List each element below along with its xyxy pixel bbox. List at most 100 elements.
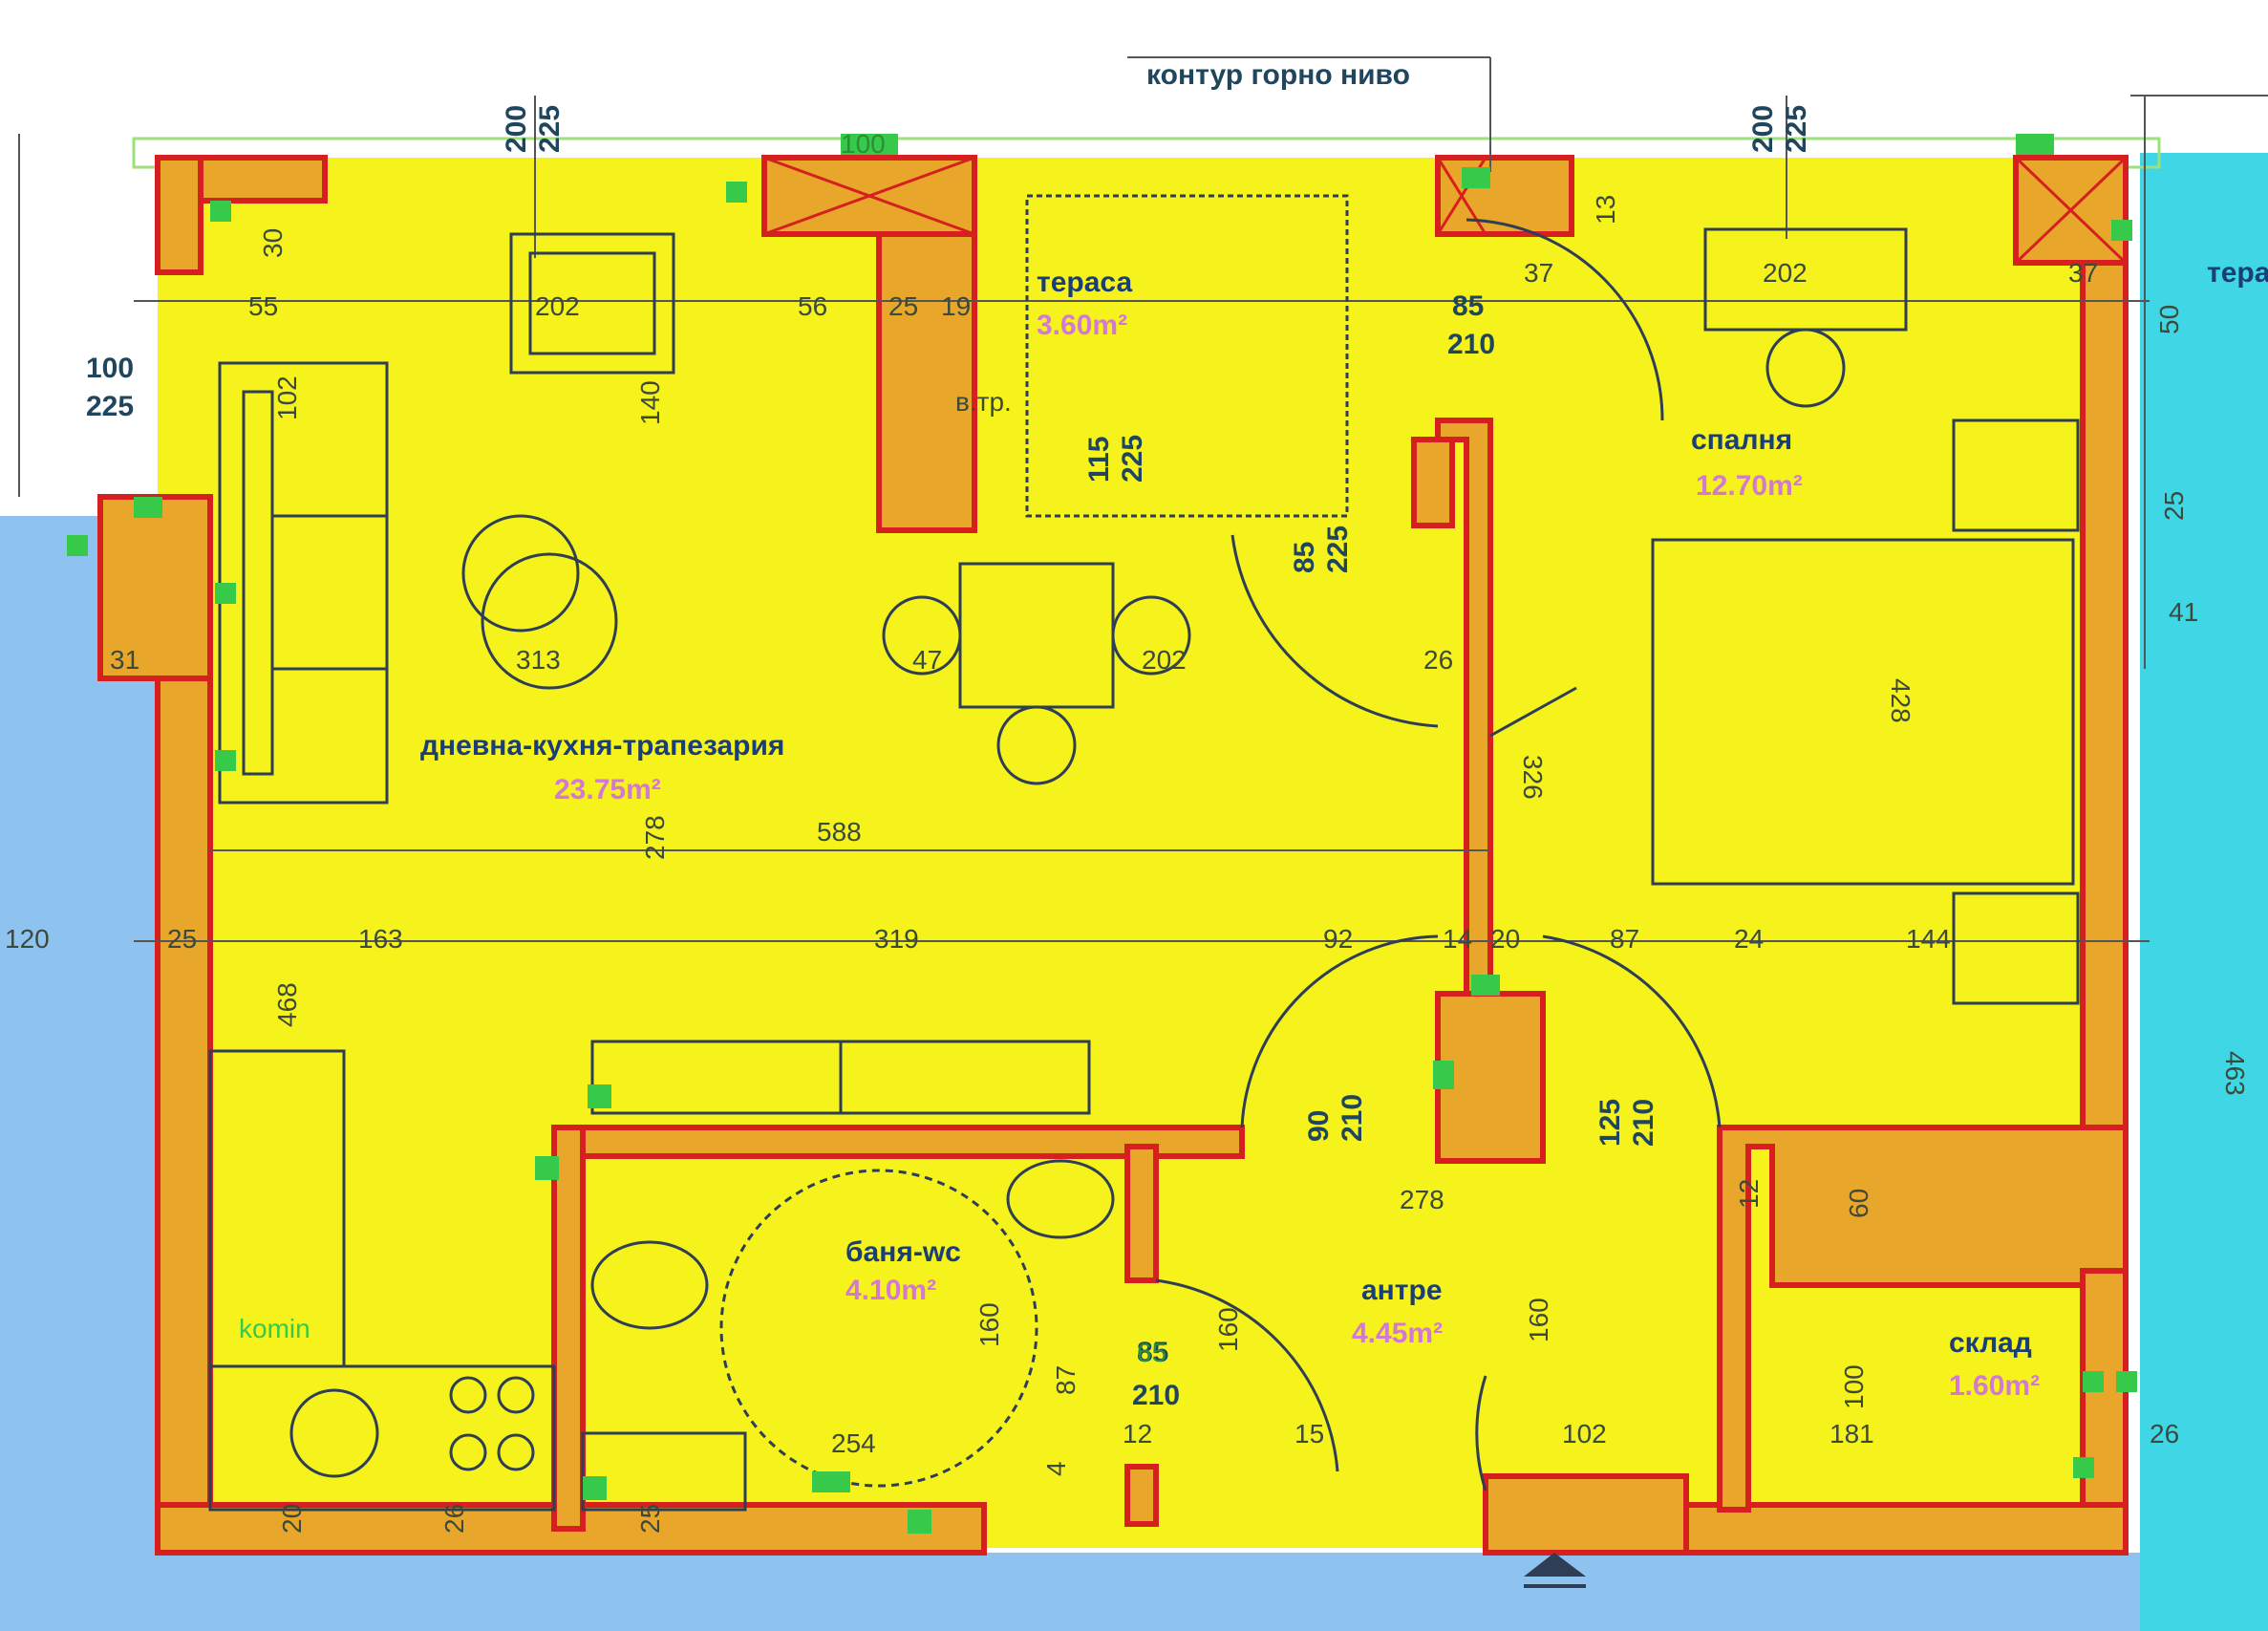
svg-text:200: 200 xyxy=(1747,105,1779,153)
svg-text:31: 31 xyxy=(110,645,139,675)
svg-text:4: 4 xyxy=(1041,1461,1071,1476)
svg-text:26: 26 xyxy=(439,1504,469,1534)
opening-sizes: 200 225 200 225 100 225 85 210 115 225 8… xyxy=(86,105,1812,1411)
svg-text:100: 100 xyxy=(86,353,134,384)
wall-bathroom-east xyxy=(1124,1144,1159,1283)
svg-text:92: 92 xyxy=(1323,924,1353,954)
svg-text:55: 55 xyxy=(248,291,278,321)
svg-text:181: 181 xyxy=(1829,1419,1874,1449)
svg-text:160: 160 xyxy=(1213,1307,1243,1352)
svg-text:210: 210 xyxy=(1337,1094,1368,1142)
dimension-values: 30 55 202 56 25 19 37 202 37 102 140 313… xyxy=(5,195,2250,1534)
svg-text:125: 125 xyxy=(1594,1099,1626,1147)
wall-south-step xyxy=(1483,1473,1689,1556)
svg-text:25: 25 xyxy=(888,291,918,321)
svg-text:225: 225 xyxy=(86,391,134,422)
entrance-arrow xyxy=(1524,1553,1586,1577)
grid-markers xyxy=(67,134,2137,1534)
room-bathroom-area: 4.10m² xyxy=(845,1275,936,1306)
svg-text:12: 12 xyxy=(1734,1179,1764,1209)
svg-text:20: 20 xyxy=(277,1504,307,1534)
svg-text:20: 20 xyxy=(1490,924,1520,954)
room-bedroom-name: спалня xyxy=(1691,424,1792,456)
marker-values: 100 65 xyxy=(841,129,1166,1367)
svg-text:87: 87 xyxy=(1610,924,1639,954)
svg-text:313: 313 xyxy=(516,645,561,675)
svg-text:26: 26 xyxy=(1423,645,1453,675)
svg-text:163: 163 xyxy=(358,924,403,954)
neighbour-unit-left xyxy=(0,516,158,1631)
svg-text:56: 56 xyxy=(798,291,827,321)
svg-text:140: 140 xyxy=(635,380,665,425)
bathroom-fixtures xyxy=(581,1159,1115,1512)
wall-bathroom-west xyxy=(551,1125,586,1532)
svg-text:12: 12 xyxy=(1123,1419,1152,1449)
svg-text:50: 50 xyxy=(2154,305,2184,334)
svg-text:41: 41 xyxy=(2169,597,2198,627)
svg-text:26: 26 xyxy=(2150,1419,2179,1449)
svg-text:225: 225 xyxy=(534,105,566,153)
room-living-name: дневна-кухня-трапезария xyxy=(420,730,784,762)
svg-text:326: 326 xyxy=(1518,755,1548,800)
ventilation-shaft-2 xyxy=(1435,155,1574,237)
svg-text:85: 85 xyxy=(1137,1337,1168,1368)
svg-text:319: 319 xyxy=(874,924,919,954)
svg-text:102: 102 xyxy=(272,376,302,420)
svg-text:210: 210 xyxy=(1132,1380,1180,1411)
pipe-label: в.тр. xyxy=(955,387,1012,417)
room-bathroom-name: баня-wc xyxy=(845,1236,961,1268)
svg-text:14: 14 xyxy=(1443,924,1472,954)
svg-text:25: 25 xyxy=(2159,491,2189,521)
svg-text:144: 144 xyxy=(1906,924,1951,954)
svg-text:225: 225 xyxy=(1322,526,1354,573)
svg-text:19: 19 xyxy=(941,291,971,321)
room-hall-name: антре xyxy=(1361,1275,1443,1306)
room-hall-area: 4.45m² xyxy=(1352,1318,1443,1349)
svg-text:202: 202 xyxy=(535,291,580,321)
svg-text:37: 37 xyxy=(1524,258,1553,288)
room-terrace-area: 3.60m² xyxy=(1037,310,1127,341)
room-terrace-name: тераса xyxy=(1037,267,1132,298)
svg-text:210: 210 xyxy=(1628,1099,1659,1147)
svg-text:202: 202 xyxy=(1763,258,1808,288)
svg-text:254: 254 xyxy=(831,1428,876,1458)
wall-north-nw xyxy=(155,155,203,275)
apartment-floor xyxy=(158,158,2116,1548)
svg-text:100: 100 xyxy=(841,129,886,159)
neighbour-unit-right xyxy=(2140,153,2268,1631)
room-storage-name: склад xyxy=(1949,1327,2032,1359)
wall-shaft-1-column xyxy=(876,231,977,533)
svg-text:85: 85 xyxy=(1289,542,1320,573)
svg-text:225: 225 xyxy=(1117,435,1148,483)
svg-text:588: 588 xyxy=(817,817,862,847)
armchair xyxy=(509,232,675,375)
wall-west-step xyxy=(97,494,213,681)
svg-text:463: 463 xyxy=(2220,1051,2250,1096)
svg-text:25: 25 xyxy=(167,924,197,954)
ventilation-shaft-3 xyxy=(2013,155,2129,266)
svg-text:278: 278 xyxy=(1400,1185,1444,1214)
oven-label: komin xyxy=(239,1314,310,1343)
terrace-outline xyxy=(1025,194,1349,518)
svg-text:468: 468 xyxy=(272,982,302,1027)
coffee-tables xyxy=(461,514,618,690)
room-storage-area: 1.60m² xyxy=(1949,1370,2040,1402)
svg-text:15: 15 xyxy=(1294,1419,1324,1449)
corridor-bottom xyxy=(153,1553,2140,1631)
svg-text:90: 90 xyxy=(1303,1110,1335,1142)
wall-east xyxy=(2080,155,2129,1551)
kitchen-counter xyxy=(208,1040,1091,1512)
svg-text:37: 37 xyxy=(2068,258,2098,288)
svg-text:65: 65 xyxy=(1137,1338,1166,1367)
room-living-area: 23.75m² xyxy=(554,774,661,805)
wall-bath-east-low xyxy=(1124,1464,1159,1527)
wall-bedroom-stub xyxy=(1411,437,1455,528)
svg-text:115: 115 xyxy=(1083,437,1115,483)
svg-text:25: 25 xyxy=(635,1504,665,1534)
room-bedroom-area: 12.70m² xyxy=(1696,470,1803,502)
svg-text:60: 60 xyxy=(1844,1189,1873,1218)
neighbour-room-label: тера xyxy=(2207,257,2268,289)
svg-text:13: 13 xyxy=(1591,195,1620,225)
dining-table xyxy=(882,562,1191,785)
